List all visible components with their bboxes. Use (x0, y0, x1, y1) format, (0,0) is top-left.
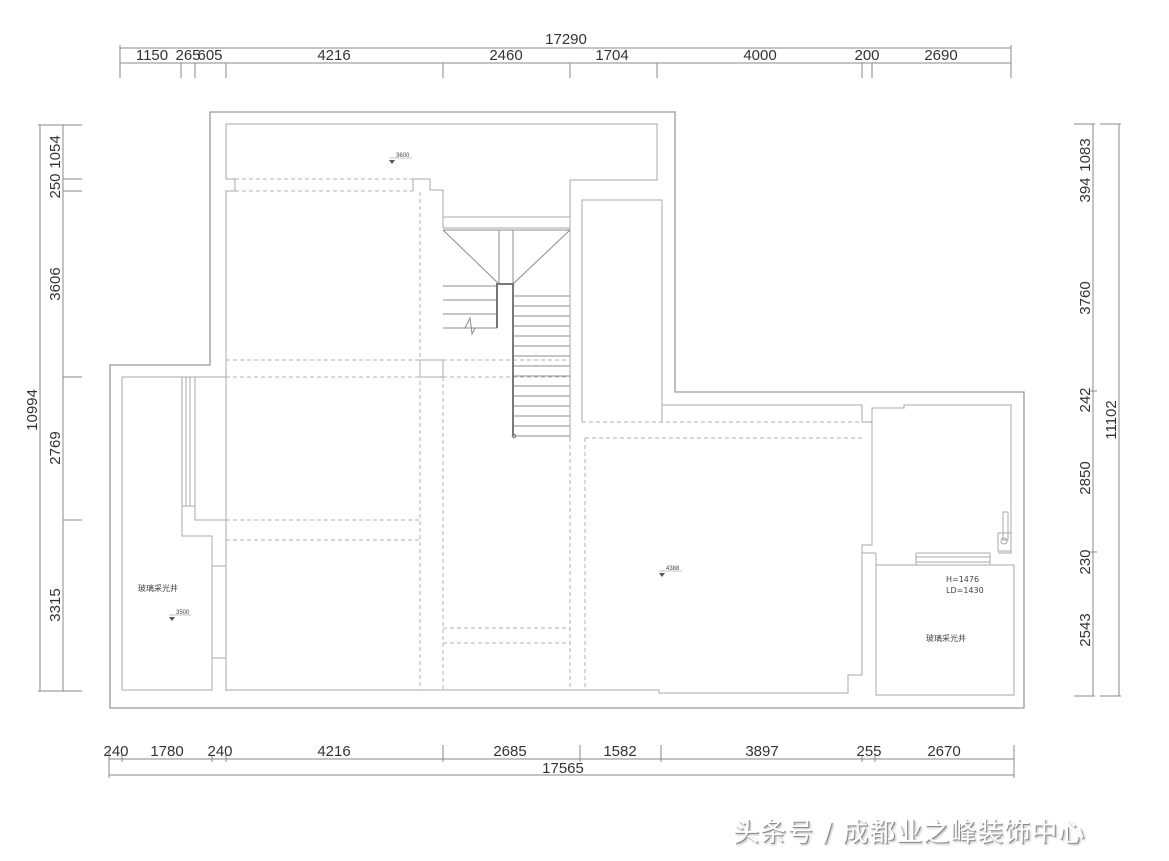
outer-wall (109, 111, 1025, 709)
top-dim-4: 4216 (317, 47, 350, 64)
left-dim-5: 3315 (47, 588, 64, 621)
top-dim-2: 265 (175, 47, 200, 64)
right-total-dimension: 11102 (1103, 400, 1120, 440)
right-dim-7: 2543 (1077, 613, 1094, 646)
bottom-dim-8: 255 (856, 743, 881, 760)
top-dim-9: 2690 (924, 47, 957, 64)
staircase (442, 229, 571, 439)
left-dim-1: 1054 (47, 135, 64, 168)
elevation-marker-left: 3500 (169, 610, 191, 621)
bottom-total-dimension: 17565 (542, 760, 584, 777)
left-total-dimension: 10994 (24, 389, 41, 431)
right-dim-6: 230 (1077, 549, 1094, 574)
elevation-marker-right: 4388 (659, 566, 682, 577)
top-dim-1: 1150 (136, 47, 168, 64)
bottom-dim-6: 1582 (603, 743, 636, 760)
bottom-dim-9: 2670 (927, 743, 960, 760)
right-dim-4: 242 (1077, 387, 1094, 412)
wall-fixture (997, 511, 1012, 552)
top-dim-8: 200 (854, 47, 879, 64)
top-dim-7: 4000 (743, 47, 776, 64)
right-dim-3: 3760 (1077, 281, 1094, 314)
bottom-dim-5: 2685 (493, 743, 526, 760)
top-total-dimension: 17290 (545, 31, 587, 48)
window-sill-label: LD=1430 (946, 586, 984, 595)
left-lightwell-label: 玻璃采光井 (138, 583, 178, 593)
bottom-dim-2: 1780 (150, 743, 183, 760)
top-dim-5: 2460 (489, 47, 522, 64)
top-dim-6: 1704 (595, 47, 628, 64)
svg-text:3500: 3500 (176, 610, 190, 616)
left-dim-3: 3606 (47, 267, 64, 300)
inner-walls (121, 123, 1015, 696)
bottom-dimension-chain: 240 1780 240 4216 2685 1582 3897 255 267… (103, 743, 1015, 778)
beam-lines (226, 178, 862, 690)
bottom-dim-3: 240 (207, 743, 232, 760)
top-dim-3: 605 (197, 47, 222, 64)
elevation-triangle-icon (659, 573, 665, 577)
left-dimension-chain: 1054 250 3606 2769 3315 10994 (24, 124, 82, 692)
right-dim-5: 2850 (1077, 461, 1094, 494)
left-dim-2: 250 (47, 173, 64, 198)
left-dim-4: 2769 (47, 431, 64, 464)
window-height-label: H=1476 (946, 575, 979, 584)
bottom-dim-4: 4216 (317, 743, 350, 760)
elevation-triangle-icon (389, 160, 395, 164)
right-dim-2: 394 (1077, 177, 1094, 202)
right-dim-1: 1083 (1077, 138, 1094, 171)
watermark-text: 头条号 / 成都业之峰装饰中心 (733, 818, 1086, 848)
elevation-marker-top: 3600 (389, 153, 412, 164)
right-dimension-chain: 1083 394 3760 242 2850 230 2543 11102 (1074, 123, 1121, 697)
bottom-dim-7: 3897 (745, 743, 778, 760)
bottom-dim-1: 240 (103, 743, 128, 760)
right-lightwell-label: 玻璃采光井 (926, 633, 966, 643)
svg-text:3600: 3600 (396, 153, 410, 159)
elevation-triangle-icon (169, 617, 175, 621)
top-dimension-chain: 17290 1150 265 605 4216 2460 1704 4000 2… (119, 31, 1012, 78)
svg-text:4388: 4388 (666, 566, 680, 572)
